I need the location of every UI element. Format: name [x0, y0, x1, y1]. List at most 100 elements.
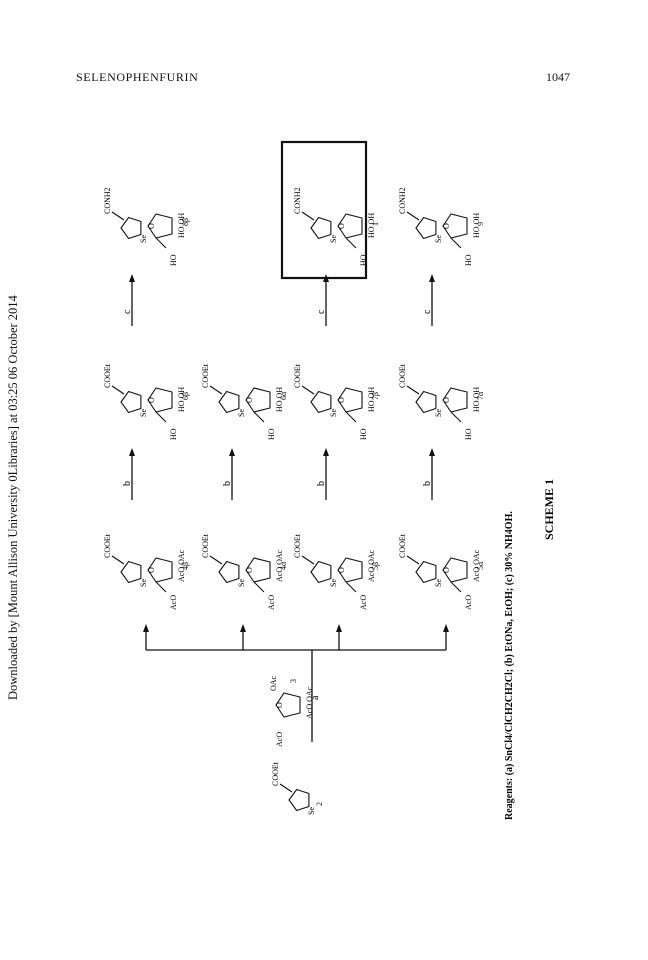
side-chain-bond [450, 581, 462, 593]
ring-oxygen-label: O [442, 567, 451, 573]
side-chain-bond [450, 411, 462, 423]
compound-label: 4β [181, 562, 190, 570]
side-chain-label: AcO [464, 595, 473, 610]
ring-oxygen-label: O [442, 397, 451, 403]
substituent-label: COOEt [271, 761, 280, 786]
hydroxyl-label: HO OH [367, 213, 376, 238]
side-chain-bond [155, 237, 167, 249]
selenium-label: Se [237, 409, 246, 417]
side-chain-label: AcO [169, 595, 178, 610]
scheme-lines [131, 140, 447, 742]
side-chain-bond [345, 411, 357, 423]
hydroxyl-label: AcO OAc [275, 549, 284, 582]
arrow-head [143, 624, 149, 632]
furanose-ring [147, 387, 173, 413]
side-chain-label: HO [359, 254, 368, 266]
selenophene-ring [415, 216, 437, 240]
compound-label: 5β [371, 562, 380, 570]
substituent-bond [279, 783, 293, 793]
selenophene-ring [120, 216, 142, 240]
side-chain-label: HO [169, 254, 178, 266]
hydroxyl-label: AcO OAc [367, 549, 376, 582]
compound-label: 1 [371, 222, 380, 226]
substituent-bond [301, 385, 315, 395]
furanose-ring [337, 387, 363, 413]
substituent-bond [209, 555, 223, 565]
selenium-label: Se [237, 579, 246, 587]
substituent-label: CONH2 [293, 187, 302, 214]
hydroxyl-label: HO OH [177, 213, 186, 238]
arrow-label-b2: b [222, 481, 233, 486]
substituent-bond [111, 385, 125, 395]
ring-oxygen-label: O [337, 397, 346, 403]
side-chain-bond [253, 581, 265, 593]
scheme-title: SCHEME 1 [542, 479, 556, 540]
substituent-label: CONH2 [398, 187, 407, 214]
side-chain-label: AcO [267, 595, 276, 610]
arrow-label-b4: b [422, 481, 433, 486]
arrow-head [129, 274, 135, 282]
selenium-label: Se [139, 579, 148, 587]
substituent-bond [406, 555, 420, 565]
target-compound-box [280, 140, 368, 280]
furanose-ring [337, 557, 363, 583]
side-chain-label: HO [267, 428, 276, 440]
arrow-head [429, 274, 435, 282]
compound-label: 7β [371, 392, 380, 400]
page-number: 1047 [546, 70, 570, 84]
furanose-ring [245, 387, 271, 413]
ring-oxygen-label: O [147, 397, 156, 403]
compound-label: 3 [289, 679, 298, 683]
furanose-ring [337, 213, 363, 239]
side-chain-label: HO [464, 254, 473, 266]
substituent-label: COOEt [103, 363, 112, 388]
acetoxy-label: OAc [269, 675, 278, 691]
selenium-label: Se [329, 579, 338, 587]
arrow-label-c1: c [122, 309, 133, 314]
selenophene-ring [310, 390, 332, 414]
compound-label: 6β [181, 392, 190, 400]
side-chain-label: AcO [359, 595, 368, 610]
selenophene-ring [310, 560, 332, 584]
substituent-label: COOEt [201, 363, 210, 388]
substituent-bond [406, 385, 420, 395]
arrow-head [336, 624, 342, 632]
selenophene-ring [288, 788, 310, 812]
ring-oxygen-label: O [147, 567, 156, 573]
ring-oxygen-label: O [245, 397, 254, 403]
selenophene-ring [310, 216, 332, 240]
compound-label: 6α [279, 391, 288, 400]
side-chain-bond [155, 581, 167, 593]
furanose-ring [147, 213, 173, 239]
selenium-label: Se [329, 409, 338, 417]
compound-label: 2 [315, 802, 324, 806]
substituent-bond [209, 385, 223, 395]
side-chain-bond [345, 237, 357, 249]
compound-label: 7α [476, 391, 485, 400]
ring-oxygen-label: O [337, 223, 346, 229]
substituent-label: CONH2 [103, 187, 112, 214]
ring-oxygen-label: O [337, 567, 346, 573]
selenophene-ring [218, 560, 240, 584]
side-chain-bond [345, 581, 357, 593]
compound-label: 5α [476, 561, 485, 570]
side-chain-label: HO [169, 428, 178, 440]
running-header-title: SELENOPHENFURIN [76, 70, 199, 84]
selenium-label: Se [329, 235, 338, 243]
furanose-ring [442, 557, 468, 583]
arrow-head [129, 448, 135, 456]
ring-oxygen-label: O [147, 223, 156, 229]
hydroxyl-label: AcO OAc [472, 549, 481, 582]
selenophene-ring [218, 390, 240, 414]
selenium-label: Se [434, 579, 443, 587]
